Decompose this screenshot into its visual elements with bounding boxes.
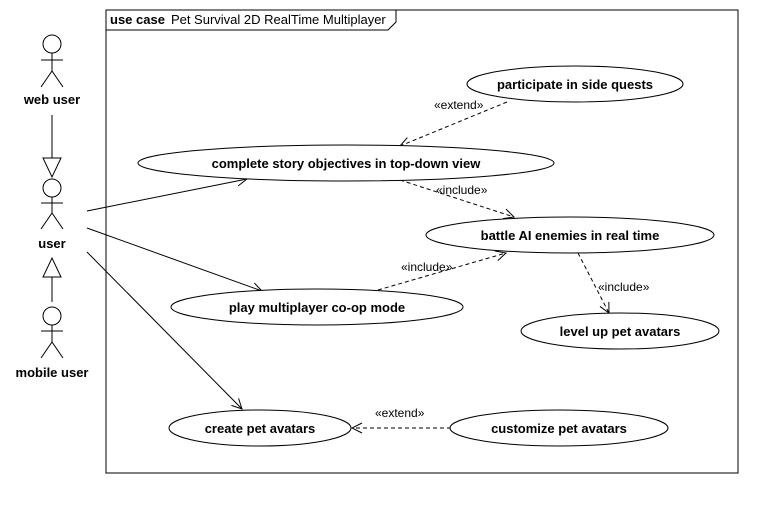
extend-side-quests-arrow <box>400 101 508 146</box>
generalization-mobile-user <box>42 256 62 302</box>
actor-web-user-label: web user <box>23 92 80 107</box>
actor-user-label: user <box>38 236 65 251</box>
extend-label-side-quests: «extend» <box>434 98 484 112</box>
include-battle-level-arrow <box>577 252 609 313</box>
use-case-side-quests[interactable]: participate in side quests <box>466 65 684 103</box>
use-case-side-quests-label: participate in side quests <box>497 77 653 92</box>
include-label-battle-level: «include» <box>598 280 650 294</box>
generalization-web-user <box>42 115 62 179</box>
association-create <box>86 251 242 409</box>
use-case-level-up-label: level up pet avatars <box>560 324 681 339</box>
extend-label-customize: «extend» <box>375 406 425 420</box>
use-case-customize-label: customize pet avatars <box>491 421 627 436</box>
include-label-story-battle: «include» <box>436 183 488 197</box>
frame-title-text: Pet Survival 2D RealTime Multiplayer <box>171 12 386 27</box>
frame-title: use case Pet Survival 2D RealTime Multipl… <box>110 12 386 27</box>
use-case-battle[interactable]: battle AI enemies in real time <box>425 216 715 254</box>
use-case-multiplayer[interactable]: play multiplayer co-op mode <box>170 288 464 326</box>
use-case-multiplayer-label: play multiplayer co-op mode <box>229 300 405 315</box>
use-case-story[interactable]: complete story objectives in top-down vi… <box>137 144 555 182</box>
dependencies <box>352 101 609 428</box>
use-case-create-label: create pet avatars <box>205 421 316 436</box>
include-story-battle-arrow <box>399 179 514 217</box>
actor-web-user[interactable] <box>40 34 64 88</box>
actor-user[interactable] <box>40 178 64 230</box>
use-case-create[interactable]: create pet avatars <box>168 409 352 447</box>
association-story <box>86 179 247 212</box>
association-multiplayer <box>86 227 262 291</box>
use-case-level-up[interactable]: level up pet avatars <box>520 312 720 350</box>
frame-keyword: use case <box>110 12 165 27</box>
associations <box>86 179 262 409</box>
use-case-story-label: complete story objectives in top-down vi… <box>212 156 482 171</box>
include-multi-battle-arrow <box>377 253 506 291</box>
use-case-customize[interactable]: customize pet avatars <box>449 409 669 447</box>
include-label-multi-battle: «include» <box>401 260 453 274</box>
actor-mobile-user[interactable] <box>40 306 64 359</box>
use-case-battle-label: battle AI enemies in real time <box>481 228 660 243</box>
actor-mobile-user-label: mobile user <box>16 365 89 380</box>
